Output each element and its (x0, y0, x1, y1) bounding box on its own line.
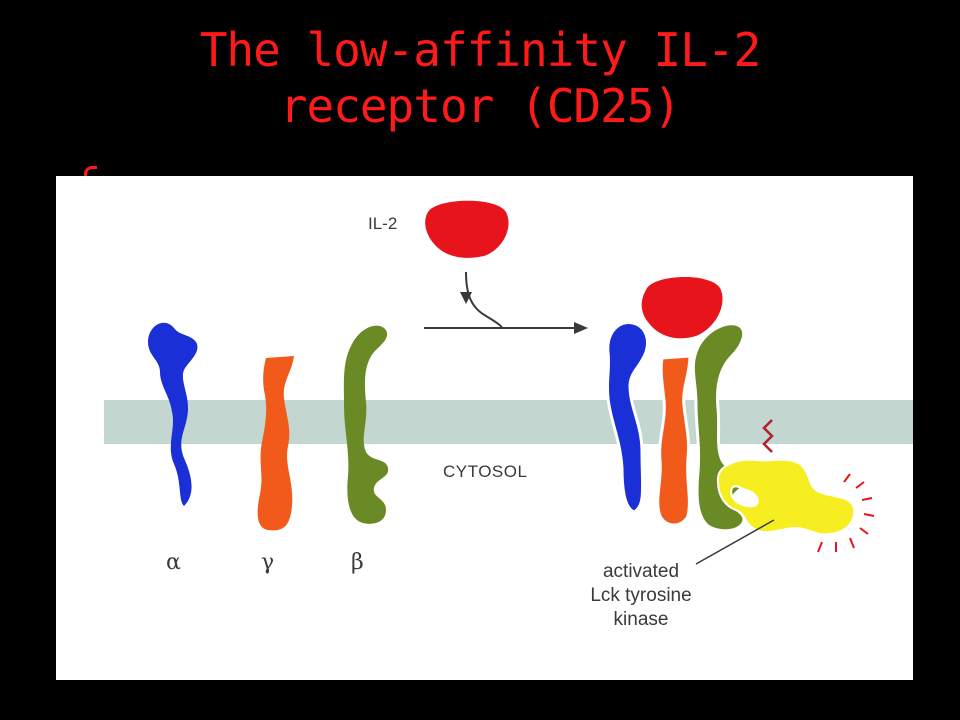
binding-arrow-head (574, 322, 588, 334)
binding-arrow-curve (465, 271, 503, 329)
decorative-red-mark (84, 166, 97, 185)
beta-label: β (351, 550, 364, 575)
kinase-label-line1: activated (602, 561, 680, 582)
activation-rays (817, 473, 875, 553)
lck-kinase-shape (716, 458, 856, 536)
beta-subunit-shape (343, 325, 389, 524)
binding-arrow-curve-head (460, 292, 472, 304)
alpha-subunit-shape (148, 322, 198, 506)
alpha-subunit-bound-shape (605, 321, 650, 514)
il2-ligand-free (425, 200, 509, 258)
gamma-subunit-bound-shape (656, 354, 692, 527)
phosphate-squiggle (762, 419, 774, 453)
slide-title: The low-affinity IL-2 receptor (CD25) (0, 22, 960, 134)
il2-ligand-label: IL-2 (368, 214, 398, 233)
il2-ligand-bound (641, 276, 723, 339)
slide-title-line1: The low-affinity IL-2 (199, 23, 762, 77)
kinase-label-line3: kinase (613, 609, 669, 630)
cytosol-label: CYTOSOL (443, 462, 528, 481)
gamma-label: γ (261, 550, 275, 575)
kinase-label: activated Lck tyrosine kinase (556, 560, 726, 632)
il2-receptor-diagram (104, 200, 913, 565)
il2-receptor-figure: IL-2 CYTOSOL α γ β activated Lck tyrosin… (56, 176, 913, 680)
slide-title-line2: receptor (CD25) (279, 79, 681, 133)
kinase-label-line2: Lck tyrosine (590, 585, 692, 606)
plasma-membrane (104, 400, 913, 444)
gamma-subunit-shape (257, 356, 294, 531)
alpha-label: α (166, 550, 181, 575)
kinase-callout-line (695, 519, 775, 565)
